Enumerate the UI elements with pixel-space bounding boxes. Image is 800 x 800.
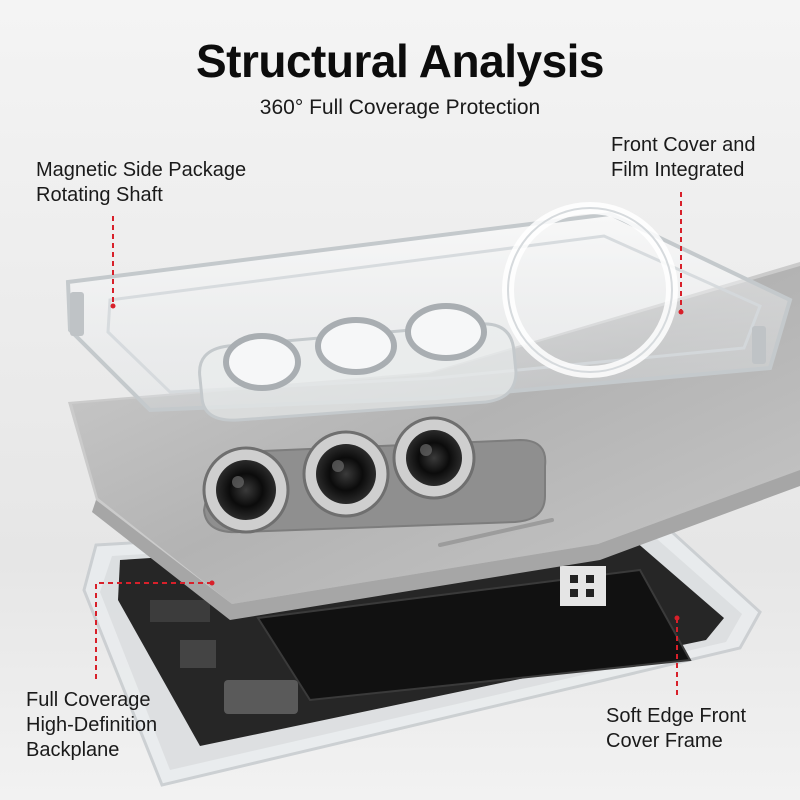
camera-lens	[392, 416, 476, 500]
camera-cutout	[198, 303, 518, 422]
callout-text: Full Coverage	[26, 689, 151, 711]
page-title: Structural Analysis	[195, 35, 605, 87]
callout-lines	[95, 192, 682, 698]
page-subtitle: 360° Full Coverage Protection	[259, 96, 541, 119]
callout-text: Soft Edge Front	[606, 705, 747, 727]
callout-soft-edge: Soft Edge Front Cover Frame	[606, 704, 746, 754]
callout-text: Rotating Shaft	[36, 184, 163, 206]
callout-dots	[110, 303, 684, 621]
callout-text: Backplane	[26, 739, 120, 761]
callout-text: Front Cover and	[611, 134, 756, 156]
callout-line-full	[95, 582, 212, 680]
callout-front-cover: Front Cover and Film Integrated	[611, 133, 756, 183]
camera-lens	[302, 430, 390, 518]
callout-text: Cover Frame	[606, 730, 723, 752]
callout-text: High-Definition	[26, 714, 158, 736]
camera-module	[202, 416, 547, 534]
callout-full-coverage: Full Coverage High-Definition Backplane	[26, 688, 157, 763]
callout-magnetic-side: Magnetic Side Package Rotating Shaft	[36, 158, 246, 208]
callout-text: Magnetic Side Package	[36, 159, 247, 181]
callout-text: Film Integrated	[611, 159, 745, 181]
camera-lens	[202, 446, 290, 534]
front-case	[65, 202, 793, 422]
